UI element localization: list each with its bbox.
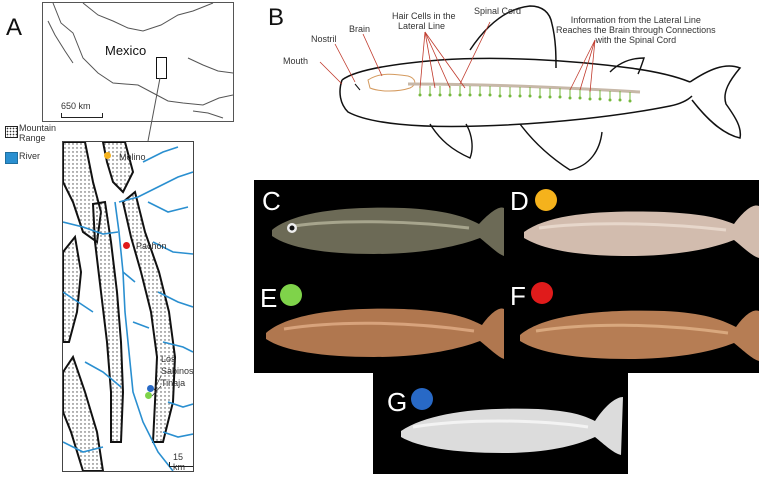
fish-g-image [401, 397, 623, 455]
fish-d-image [524, 205, 759, 258]
photo-panel-g: G [373, 373, 628, 474]
panel-label-c: C [262, 186, 281, 216]
country-label: Mexico [105, 43, 147, 58]
site-label-molino: Molino [119, 152, 146, 162]
label-mouth: Mouth [283, 56, 309, 66]
study-area-box [156, 57, 167, 79]
site-dot-sabinos [147, 385, 154, 392]
label-information: Information from the Lateral Line Reache… [556, 15, 716, 45]
regional-map-drawing [63, 142, 193, 471]
site-label-sabinos: Sabinos [161, 366, 194, 376]
population-dot-f [531, 282, 553, 304]
population-dot-e [280, 284, 302, 306]
top-scale-bar [61, 113, 103, 118]
panel-label-d: D [510, 186, 529, 216]
fish-c-image [272, 207, 504, 256]
photo-panel-d: D [504, 180, 759, 273]
legend-mountain-label: Mountain Range [19, 123, 57, 143]
site-leader-lines [151, 375, 162, 397]
label-nostril: Nostril [311, 34, 337, 44]
panel-label-b: B [268, 4, 285, 31]
legend-river-label: River [19, 151, 41, 161]
photo-panel-f: F [504, 273, 759, 373]
population-dot-d [535, 189, 557, 211]
fish-e-image [266, 308, 504, 359]
legend-mountain-swatch [5, 126, 18, 138]
fish-f-image [520, 310, 759, 361]
photo-panel-c: C [254, 180, 504, 273]
site-dot-pachon [123, 242, 130, 249]
mexico-outline [47, 2, 234, 119]
label-hair-cells: Hair Cells in the Lateral Line [392, 11, 456, 31]
panel-label-g: G [387, 387, 408, 417]
regional-map: Molino Pachón Los Sabinos Tinaja 15 km [62, 141, 194, 472]
population-dot-g [411, 388, 433, 410]
site-dot-molino [104, 152, 111, 159]
legend-river-swatch [5, 152, 18, 164]
top-scale-label: 650 km [61, 101, 91, 111]
fish-outline-diagram [319, 5, 742, 171]
site-label-los: Los [161, 354, 176, 364]
label-spinal-cord: Spinal Cord [474, 6, 522, 16]
site-dot-tinaja [145, 392, 152, 399]
bottom-scale-bar [169, 462, 193, 467]
panel-label-f: F [510, 281, 526, 311]
panel-label-e: E [260, 283, 278, 313]
mexico-overview-map: Mexico 650 km [42, 2, 234, 122]
site-label-tinaja: Tinaja [161, 378, 186, 388]
site-label-pachon: Pachón [136, 241, 167, 251]
label-brain: Brain [349, 24, 371, 34]
panel-label-a: A [6, 14, 23, 41]
photo-panel-e: E [254, 273, 504, 373]
